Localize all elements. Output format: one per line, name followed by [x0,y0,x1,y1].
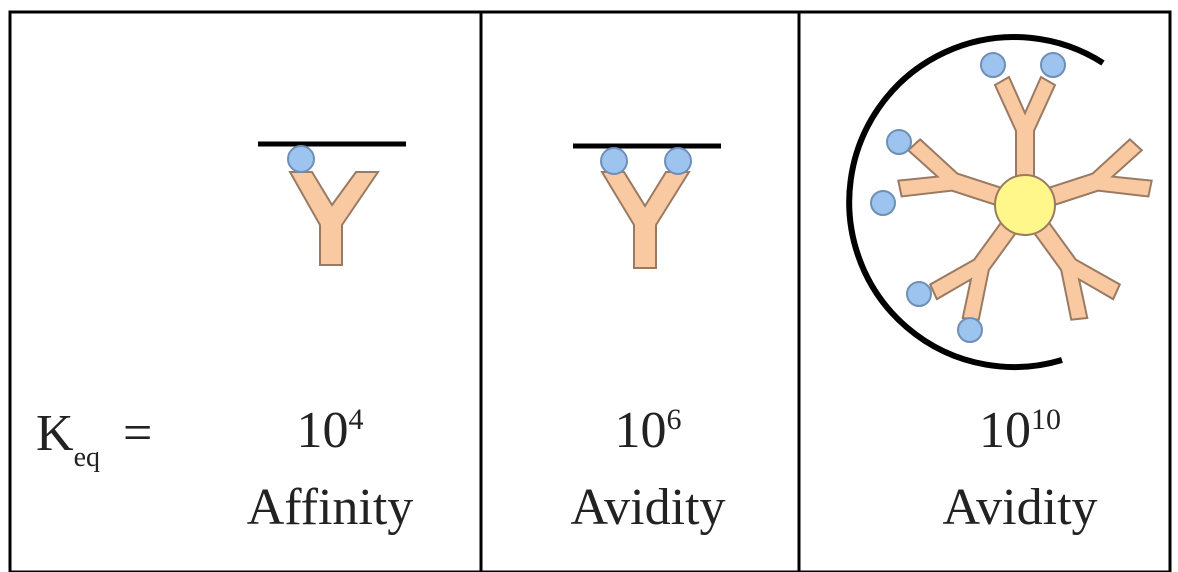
binding-site [664,147,692,175]
panel-2-value: 106 [615,405,682,457]
panel-affinity-graphic [258,141,406,266]
antigen-surface-arc [846,34,1105,371]
binding-site [287,145,315,173]
panel-2-label: Avidity [570,479,726,536]
binding-site [870,190,896,216]
keq-label: Keq = [36,405,153,472]
binding-site [886,129,912,155]
binding-site [957,317,983,343]
keq-subscript: eq [73,442,100,473]
value-exponent: 6 [666,403,682,436]
antibody-y-shape [600,171,691,269]
antibody-y-shape [288,171,380,266]
panel-avidity-multivalent-graphic [846,34,1153,371]
core-j-chain [994,174,1056,236]
panel-3-label: Avidity [942,479,1098,536]
value-exponent: 10 [1031,403,1061,436]
binding-site [600,147,628,175]
value-exponent: 4 [348,403,364,436]
binding-site [906,281,932,307]
binding-site [1040,52,1066,78]
outer-border [8,10,1172,572]
value-base: 10 [614,402,667,459]
value-base: 10 [979,402,1031,459]
panel-1-label: Affinity [246,479,414,536]
keq-equals: = [123,405,153,462]
binding-site [980,52,1006,78]
panel-avidity-bivalent-graphic [573,143,721,269]
keq-k: K [36,405,74,462]
pentamer-arms [897,75,1153,321]
panel-1-value: 104 [297,405,364,457]
value-base: 10 [296,402,349,459]
panel-3-value: 1010 [979,405,1061,457]
